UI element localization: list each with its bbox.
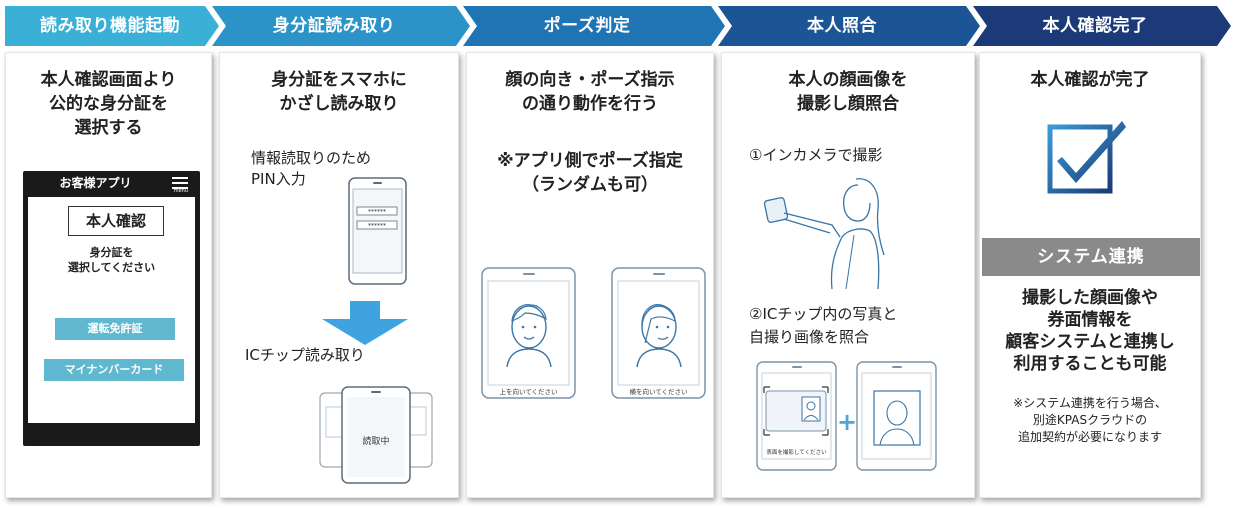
pose-phone-side: 横を向いてください <box>611 267 706 399</box>
step-label-1: 読み取り機能起動 <box>40 16 180 36</box>
pin-mask-2: ****** <box>368 223 386 230</box>
integration-body-line3: 顧客システムと連携し <box>1005 332 1175 352</box>
choose-line1: 身分証を <box>89 246 134 259</box>
integration-body-line1: 撮影した顔画像や <box>1022 288 1158 308</box>
pin-mask-1: ****** <box>368 209 386 216</box>
ic-read-label: ICチップ読み取り <box>245 346 365 364</box>
card4-heading-line1: 本人の顔画像を <box>788 70 908 90</box>
plus-sign: + <box>837 408 858 436</box>
step-label-5: 本人確認完了 <box>1042 16 1148 36</box>
card-pose: 顔の向き・ポーズ指示 の通り動作を行う ※アプリ側でポーズ指定 （ランダムも可）… <box>466 52 714 498</box>
chevron-shape <box>212 6 470 46</box>
step-chevron-5: 本人確認完了 <box>973 6 1231 46</box>
step-chevron-3: ポーズ判定 <box>463 6 725 46</box>
card1-heading-line2: 公的な身分証を <box>49 94 168 114</box>
down-arrow-icon <box>322 301 408 345</box>
checkbox-check-icon <box>1047 121 1126 194</box>
card1-heading-line1: 本人確認画面より <box>40 70 177 90</box>
app-title: お客様アプリ <box>59 176 132 190</box>
card-launch: 本人確認画面より 公的な身分証を 選択する お客様アプリ menu 本人確認 身… <box>5 52 212 498</box>
pose-note-line1: ※アプリ側でポーズ指定 <box>497 151 683 171</box>
pin-instruction-line1: 情報読取りのため <box>251 149 372 167</box>
complete-heading: 本人確認が完了 <box>1030 70 1150 90</box>
menu-caption: menu <box>173 188 188 194</box>
phone-screen: 本人確認 身分証を 選択してください 運転免許証 マイナンバーカード <box>28 197 195 423</box>
card2-heading-line2: かざし読み取り <box>279 94 399 114</box>
pin-instruction-line2: PIN入力 <box>251 170 306 188</box>
chevron-shape <box>718 6 980 46</box>
drivers-license-button[interactable]: 運転免許証 <box>55 318 175 340</box>
contract-note-line2: 別途KPASクラウドの <box>1032 413 1148 427</box>
step-chevron-4: 本人照合 <box>718 6 980 46</box>
front-camera-step: ①インカメラで撮影 <box>749 146 883 164</box>
pin-phone-illustration: ****** ****** <box>348 177 407 285</box>
card1-heading-line3: 選択する <box>74 118 143 138</box>
card-face-match: 本人の顔画像を 撮影し顔照合 ①インカメラで撮影 ②ICチップ内の写真と 自撮り… <box>721 52 975 498</box>
id-card-phone-illustration: 表面を撮影してください <box>756 361 837 471</box>
ic-photo-compare-line2: 自撮り画像を照合 <box>749 328 870 346</box>
phone-mockup: お客様アプリ menu 本人確認 身分証を 選択してください 運転免許証 マイナ… <box>23 171 200 446</box>
id-verify-title: 本人確認 <box>68 206 164 236</box>
system-integration-banner: システム連携 <box>982 238 1200 276</box>
selfie-person-illustration <box>763 178 885 290</box>
step-chevron-1: 読み取り機能起動 <box>5 6 219 46</box>
chevron-shape <box>973 6 1231 46</box>
id-card-caption: 表面を撮影してください <box>766 448 827 456</box>
card4-heading-line2: 撮影し顔照合 <box>797 94 899 114</box>
choose-line2: 選択してください <box>67 261 156 274</box>
card-complete: 本人確認が完了 システム連携 撮影した顔画像や 券面情報を 顧客システムと連携し… <box>979 52 1201 498</box>
chevron-shape <box>463 6 725 46</box>
pose-up-caption: 上を向いてください <box>499 387 557 396</box>
contract-note-line3: 追加契約が必要になります <box>1017 430 1162 444</box>
step-label-4: 本人照合 <box>807 16 877 36</box>
step-chevron-2: 身分証読み取り <box>212 6 470 46</box>
hamburger-menu-icon[interactable] <box>172 177 188 189</box>
step-label-3: ポーズ判定 <box>543 16 631 36</box>
ic-photo-compare-line1: ②ICチップ内の写真と <box>749 305 898 323</box>
card-read-id: 身分証をスマホに かざし読み取り 情報読取りのため PIN入力 ****** *… <box>219 52 459 498</box>
pose-phone-up: 上を向いてください <box>481 267 576 399</box>
card3-heading-line1: 顔の向き・ポーズ指示 <box>505 70 675 90</box>
selfie-phone-illustration <box>856 361 937 471</box>
contract-note-line1: ※システム連携を行う場合、 <box>1013 396 1167 410</box>
pose-note-line2: （ランダムも可） <box>522 175 658 195</box>
reading-status: 読取中 <box>362 435 389 447</box>
step-label-2: 身分証読み取り <box>272 16 396 36</box>
card3-heading-line2: の通り動作を行う <box>522 94 658 114</box>
integration-body-line2: 券面情報を <box>1047 310 1133 330</box>
mynumber-card-button[interactable]: マイナンバーカード <box>44 359 184 381</box>
ic-reading-illustration: 読取中 <box>319 386 433 484</box>
card2-heading-line1: 身分証をスマホに <box>271 70 407 90</box>
chevron-shape <box>5 6 219 46</box>
choose-id-prompt: 身分証を 選択してください <box>28 245 195 275</box>
pose-side-caption: 横を向いてください <box>629 387 687 396</box>
integration-body-line4: 利用することも可能 <box>1013 354 1167 374</box>
